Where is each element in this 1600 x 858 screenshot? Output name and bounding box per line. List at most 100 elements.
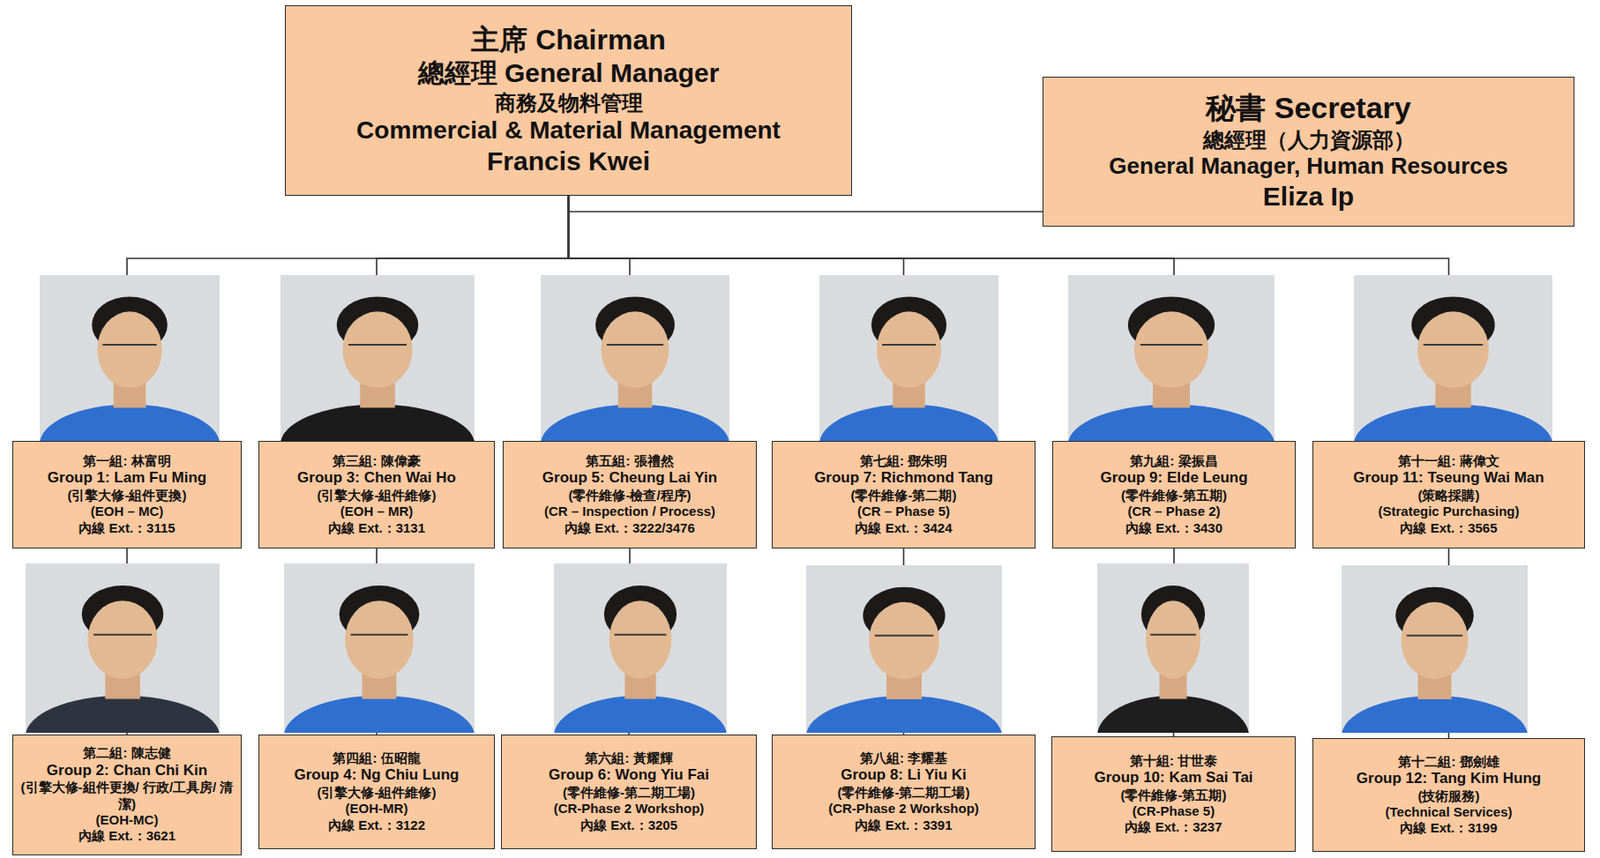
box-text: 第四組: 伍昭龍 [332, 750, 420, 767]
photo-shirt [284, 695, 475, 733]
box-text: (CR-Phase 2 Workshop) [828, 800, 980, 817]
photo-glasses [874, 635, 935, 637]
photo-face [1145, 600, 1201, 679]
box-text: 第五組: 張禮然 [585, 453, 673, 470]
box-text: (EOH – MR) [340, 503, 414, 520]
photo-face [342, 311, 412, 388]
box-text: 第二組: 陳志健 [82, 745, 171, 762]
portrait-photo [806, 565, 1002, 733]
box-text: Group 10: Kam Sai Tai [1093, 769, 1253, 788]
photo-face [868, 602, 940, 680]
photo-shirt [806, 695, 1002, 733]
box-text: (CR – Phase 2) [1127, 503, 1220, 520]
box-text: (引擎大修-組件更換) [67, 487, 187, 504]
box-text: 第七組: 鄧朱明 [859, 453, 948, 470]
box-text: Group 11: Tseung Wai Man [1353, 469, 1544, 488]
photo-face [1401, 602, 1469, 680]
photo-shirt [1341, 695, 1528, 733]
box-text: (EOH-MR) [345, 800, 409, 817]
org-connector [568, 195, 1044, 212]
photo-glasses [93, 634, 152, 636]
photo-shirt [280, 404, 475, 442]
portrait-photo [280, 275, 475, 442]
photo-glasses [1140, 343, 1203, 346]
group-box: 第七組: 鄧朱明Group 7: Richmond Tang(零件維修-第二期)… [771, 441, 1036, 549]
portrait-photo [1353, 275, 1553, 442]
portrait-photo [39, 275, 220, 442]
box-text: 內線 Ext.：3621 [78, 828, 176, 845]
photo-shirt [1353, 404, 1553, 442]
photo-glasses [606, 343, 664, 346]
box-text: (零件維修-第五期) [1121, 487, 1227, 504]
box-text: 內線 Ext.：3115 [78, 520, 175, 537]
photo-shirt [1097, 695, 1249, 733]
group-box: 第十一組: 蔣偉文Group 11: Tseung Wai Man(策略採購)(… [1312, 441, 1586, 549]
photo-face [609, 600, 673, 679]
box-text: (Strategic Purchasing) [1377, 503, 1519, 520]
box-text: Group 1: Lam Fu Ming [47, 469, 207, 488]
portrait-photo [1341, 565, 1528, 733]
box-text: 第十一組: 蔣偉文 [1398, 453, 1499, 470]
box-text: 內線 Ext.：3237 [1124, 819, 1222, 836]
box-text: General Manager, Human Resources [1108, 152, 1508, 181]
group-box: 第一組: 林富明Group 1: Lam Fu Ming(引擎大修-組件更換)(… [12, 441, 242, 549]
box-text: 第九組: 梁振昌 [1129, 453, 1218, 470]
box-text: Eliza Ip [1263, 180, 1354, 214]
box-text: Group 7: Richmond Tang [814, 469, 994, 488]
box-text: (EOH – MC) [90, 503, 165, 520]
box-text: 內線 Ext.：3430 [1125, 520, 1223, 537]
group-box: 第四組: 伍昭龍Group 4: Ng Chiu Lung(引擎大修-組件維修)… [258, 734, 495, 850]
box-text: (策略採購) [1418, 487, 1481, 504]
box-text: 第三組: 陳偉豪 [332, 453, 420, 470]
box-text: 內線 Ext.：3205 [580, 817, 678, 834]
box-text: Group 3: Chen Wai Ho [297, 469, 457, 488]
box-text: 第十組: 甘世泰 [1129, 753, 1218, 770]
box-text: (零件維修-檢查/程序) [568, 487, 691, 504]
box-text: (零件維修-第二期工場) [562, 785, 696, 801]
box-text: (Technical Services) [1385, 804, 1513, 821]
photo-glasses [351, 634, 409, 636]
box-text: (技術服務) [1418, 788, 1481, 805]
group-box: 第六組: 黃耀輝Group 6: Wong Yiu Fai(零件維修-第二期工場… [500, 734, 757, 850]
photo-glasses [882, 343, 936, 346]
box-text: 第一組: 林富明 [82, 453, 171, 470]
box-text: Group 12: Tang Kim Hung [1356, 770, 1541, 789]
box-text: 內線 Ext.：3391 [854, 817, 952, 834]
portrait-photo [284, 563, 475, 733]
group-box: 第二組: 陳志健Group 2: Chan Chi Kin(引擎大修-組件更換/… [12, 734, 242, 856]
group-box: 第三組: 陳偉豪Group 3: Chen Wai Ho(引擎大修-組件維修)(… [258, 441, 495, 549]
box-text: 第六組: 黃耀輝 [584, 750, 673, 767]
box-text: (引擎大修-組件維修) [317, 785, 437, 801]
group-box: 第五組: 張禮然Group 5: Cheung Lai Yin(零件維修-檢查/… [502, 441, 757, 549]
box-text: Group 4: Ng Chiu Lung [294, 766, 460, 786]
group-box: 第十二組: 鄧劍雄Group 12: Tang Kim Hung(技術服務)(T… [1312, 738, 1586, 853]
box-text: 總經理 General Manager [418, 57, 720, 90]
photo-face [1134, 311, 1209, 388]
box-text: (引擎大修-組件更換/ 行政/工具房/ 清潔) [18, 779, 236, 813]
box-text: 第十二組: 鄧劍雄 [1398, 754, 1499, 771]
box-text: (引擎大修-組件維修) [317, 487, 437, 504]
photo-shirt [819, 404, 999, 442]
box-text: 總經理（人力資源部） [1203, 127, 1415, 153]
photo-glasses [614, 634, 667, 636]
box-text: Group 9: Elde Leung [1099, 469, 1248, 488]
group-box: 第九組: 梁振昌Group 9: Elde Leung(零件維修-第五期)(CR… [1052, 441, 1296, 549]
photo-face [87, 600, 158, 679]
box-text: 內線 Ext.：3424 [854, 520, 952, 537]
portrait-photo [819, 275, 999, 442]
photo-glasses [102, 343, 157, 346]
box-text: 內線 Ext.：3565 [1399, 520, 1497, 537]
secretary-box: 秘書 Secretary總經理（人力資源部）General Manager, H… [1042, 76, 1575, 227]
box-text: (零件維修-第二期) [851, 487, 958, 504]
box-text: Commercial & Material Management [356, 115, 781, 146]
photo-face [876, 311, 942, 388]
photo-shirt [39, 404, 220, 442]
box-text: (零件維修-第二期工場) [837, 785, 971, 801]
box-text: 商務及物料管理 [494, 89, 643, 116]
photo-glasses [1423, 343, 1484, 346]
photo-face [600, 311, 669, 388]
box-text: 內線 Ext.：3199 [1399, 820, 1497, 837]
portrait-photo [1097, 563, 1249, 733]
photo-glasses [1406, 635, 1463, 637]
